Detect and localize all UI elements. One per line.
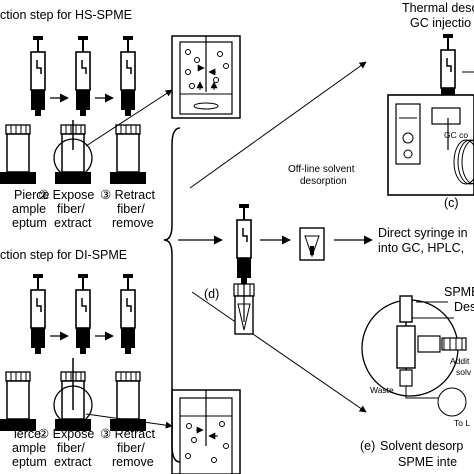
hs-step3-line1: ③ Retract	[100, 188, 155, 202]
hs-step1-line3: eptum	[12, 216, 47, 230]
offline-label-line1: Off-line solvent	[288, 164, 355, 175]
di-step1-line1: ierce	[14, 427, 41, 441]
hs-vial-1	[0, 124, 37, 185]
desorb-label: Desor	[454, 300, 474, 314]
to-lc-label: To L	[454, 418, 470, 428]
di-step-title: ction step for DI-SPME	[0, 248, 127, 262]
hs-step2-line1: ② Expose	[38, 188, 94, 202]
di-inset	[171, 389, 241, 474]
spme-fiber-label: SPME fib	[444, 285, 474, 299]
gc-column-label: GC co	[444, 130, 468, 140]
direct-label-line1: Direct syringe in	[378, 226, 468, 240]
hs-vial-3	[109, 124, 147, 185]
direct-label-line2: into GC, HPLC,	[378, 241, 464, 255]
hs-inset	[171, 35, 241, 119]
small-vial	[299, 227, 325, 261]
hs-step1-line1: Pierce	[14, 188, 49, 202]
label-d: (d)	[204, 287, 219, 301]
di-step3-line1: ③ Retract	[100, 427, 155, 441]
hs-zoom-arrow	[85, 89, 173, 147]
thermal-label-line2: GC injectio	[410, 16, 471, 30]
waste-label: Waste	[370, 385, 394, 395]
di-step2-line2: fiber/	[57, 441, 85, 455]
hs-step3-line3: remove	[112, 216, 154, 230]
solvent-label-line1: Solvent desorp	[380, 439, 463, 453]
offline-vial	[233, 280, 255, 335]
di-vial-3	[109, 371, 147, 432]
grouping-brace	[163, 127, 181, 463]
hs-step-title: ction step for HS-SPME	[0, 8, 132, 22]
arrow-to-thermal	[189, 61, 367, 189]
hs-syringe-2	[75, 35, 91, 117]
hs-syringe-1	[30, 35, 46, 117]
additive-label-line1: Addit	[450, 356, 470, 366]
thermal-label-line1: Thermal deso	[402, 1, 474, 15]
hs-step3-line2: fiber/	[117, 202, 145, 216]
additive-label-line2: solv	[456, 367, 472, 377]
label-c: (c)	[444, 196, 459, 210]
di-syringe-1	[30, 273, 46, 355]
di-step1-line2: ample	[12, 441, 46, 455]
di-zoom-arrow	[85, 413, 173, 429]
gc-instrument	[387, 33, 474, 196]
hs-step2-line3: extract	[54, 216, 92, 230]
label-e: (e)	[360, 439, 375, 453]
di-step3-line2: fiber/	[117, 441, 145, 455]
di-vial-1	[0, 371, 37, 432]
solvent-label-line2: SPME inte	[398, 455, 457, 469]
arrow-to-solvent-interface	[191, 291, 367, 413]
offline-label-line2: desorption	[300, 176, 347, 187]
di-step2-line3: extract	[54, 455, 92, 469]
hs-step1-line2: ample	[12, 202, 46, 216]
offline-syringe	[236, 203, 252, 285]
di-step2-line1: ② Expose	[38, 427, 94, 441]
hs-syringe-3	[120, 35, 136, 117]
di-step3-line3: remove	[112, 455, 154, 469]
desorption-interface	[361, 295, 467, 417]
di-step1-line3: eptum	[12, 455, 47, 469]
hs-step2-line2: fiber/	[57, 202, 85, 216]
di-syringe-3	[120, 273, 136, 355]
di-syringe-2	[75, 273, 91, 355]
